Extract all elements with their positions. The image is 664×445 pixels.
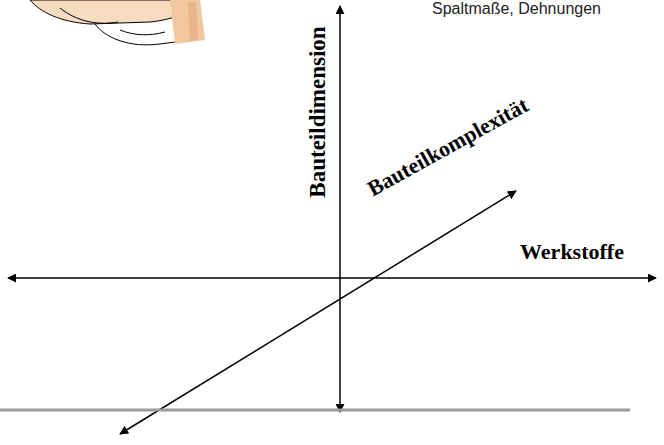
material-axis (8, 277, 656, 279)
note-text: Spaltmaße, Dehnungen (432, 0, 601, 18)
clipart (30, 0, 205, 45)
axis-label: Bauteilkomplexität (363, 92, 533, 202)
footer-rule (0, 409, 630, 412)
axis-label: Werkstoffe (520, 239, 624, 265)
dimension-axis (339, 6, 341, 412)
complexity-axis (120, 191, 516, 434)
axis-label: Bauteildimension (305, 26, 331, 197)
